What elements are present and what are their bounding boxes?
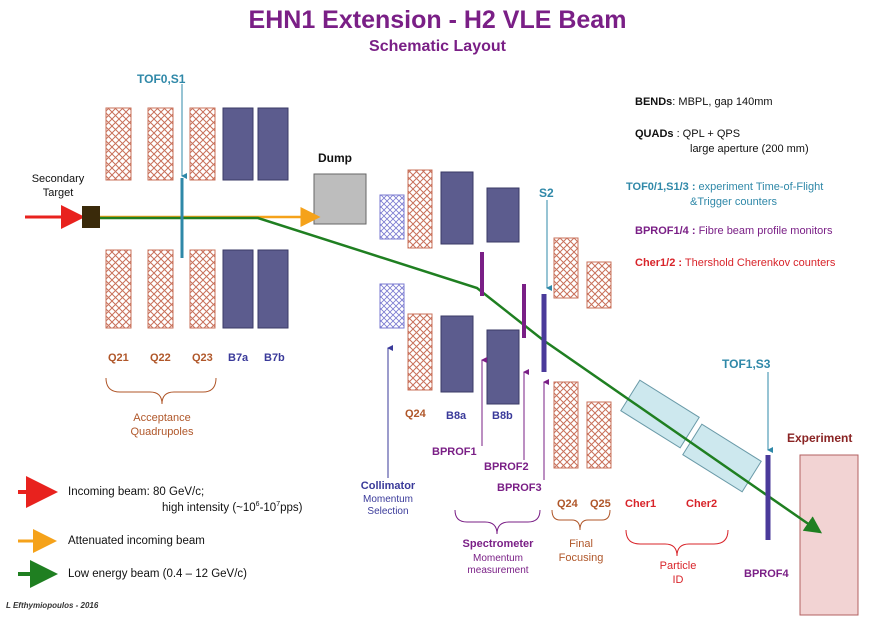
page-subtitle: Schematic Layout (369, 38, 506, 55)
label-q22: Q22 (150, 352, 171, 364)
info-tof-trigger: &Trigger counters (690, 196, 778, 208)
info-tof: TOF0/1,S1/3 : experiment Time-of-Flight (626, 181, 824, 193)
collimator-lower (379, 283, 405, 329)
group-particle-id: Particle ID (659, 560, 697, 586)
quad-q25-lower (586, 401, 612, 469)
label-b8a: B8a (446, 410, 467, 422)
group-acceptance: Acceptance Quadrupoles (130, 412, 194, 438)
label-dump: Dump (318, 151, 352, 165)
acceptance-brace (105, 377, 217, 405)
label-bprof2: BPROF2 (484, 461, 529, 473)
label-s2: S2 (539, 186, 554, 200)
info-cher: Cher1/2 : Thershold Cherenkov counters (635, 257, 836, 269)
dump-block (313, 173, 367, 225)
cherenkov-cher1 (620, 379, 700, 449)
label-b7b: B7b (264, 352, 285, 364)
quad-q24-right-upper (553, 237, 579, 299)
group-spectrometer: Spectrometer (462, 538, 534, 550)
info-quads-aperture: large aperture (200 mm) (690, 143, 809, 155)
label-q25: Q25 (590, 498, 611, 510)
bend-b7b-lower (257, 249, 289, 329)
secondary-target (82, 206, 100, 228)
page-title: EHN1 Extension - H2 VLE Beam (248, 6, 627, 34)
bend-b7a-upper (222, 107, 254, 181)
bend-b7b-upper (257, 107, 289, 181)
collimator-upper (379, 194, 405, 240)
label-q23: Q23 (192, 352, 213, 364)
experiment-block (799, 454, 859, 616)
label-bprof3: BPROF3 (497, 482, 542, 494)
quad-q24-left-upper (407, 169, 433, 249)
label-b8b: B8b (492, 410, 513, 422)
quad-q22-lower (147, 249, 174, 329)
cherenkov-cher2 (682, 423, 762, 493)
label-cher2: Cher2 (686, 498, 718, 510)
quad-q21-lower (105, 249, 132, 329)
quad-q21-upper (105, 107, 132, 181)
info-quads: QUADs : QPL + QPS (635, 128, 741, 140)
label-q24-left: Q24 (405, 408, 426, 420)
legend-incoming-1: Incoming beam: 80 GeV/c; (68, 486, 205, 498)
legend-low-energy: Low energy beam (0.4 – 12 GeV/c) (68, 568, 247, 580)
bend-b8b-lower (486, 329, 520, 405)
quad-q24-right-lower (553, 381, 579, 469)
bend-b8a-upper (440, 171, 474, 245)
label-q24-right: Q24 (557, 498, 578, 510)
bend-b8b-upper (486, 187, 520, 243)
label-q21: Q21 (108, 352, 129, 364)
quad-q25-upper (586, 261, 612, 309)
quad-q23-upper (189, 107, 216, 181)
label-tof1-s3: TOF1,S3 (722, 357, 771, 371)
label-b7a: B7a (228, 352, 249, 364)
group-final-focusing: Final Focusing (558, 538, 604, 564)
group-spectrometer-sub: Momentum measurement (467, 553, 529, 576)
spectrometer-brace (454, 509, 541, 535)
low-energy-beam-line (92, 216, 823, 534)
final-focusing-brace (551, 509, 611, 531)
label-collimator-sub: Momentum Selection (362, 494, 413, 517)
quad-q22-upper (147, 107, 174, 181)
info-bends: BENDs: MBPL, gap 140mm (635, 96, 773, 108)
label-bprof4: BPROF4 (744, 568, 789, 580)
legend-incoming-2: high intensity (~106-107pps) (162, 501, 303, 514)
label-secondary-target: Secondary Target (31, 173, 85, 199)
quad-q23-lower (189, 249, 216, 329)
particle-id-brace (625, 529, 729, 557)
label-cher1: Cher1 (625, 498, 657, 510)
label-bprof1: BPROF1 (432, 446, 477, 458)
label-tof0-s1: TOF0,S1 (137, 72, 186, 86)
author-credit: L Efthymiopoulos - 2016 (6, 601, 99, 610)
legend-attenuated: Attenuated incoming beam (68, 535, 205, 547)
quad-q24-left-lower (407, 313, 433, 391)
bend-b7a-lower (222, 249, 254, 329)
label-experiment: Experiment (787, 431, 853, 445)
bend-b8a-lower (440, 315, 474, 393)
label-collimator: Collimator (360, 480, 416, 492)
info-bprof: BPROF1/4 : Fibre beam profile monitors (635, 225, 833, 237)
